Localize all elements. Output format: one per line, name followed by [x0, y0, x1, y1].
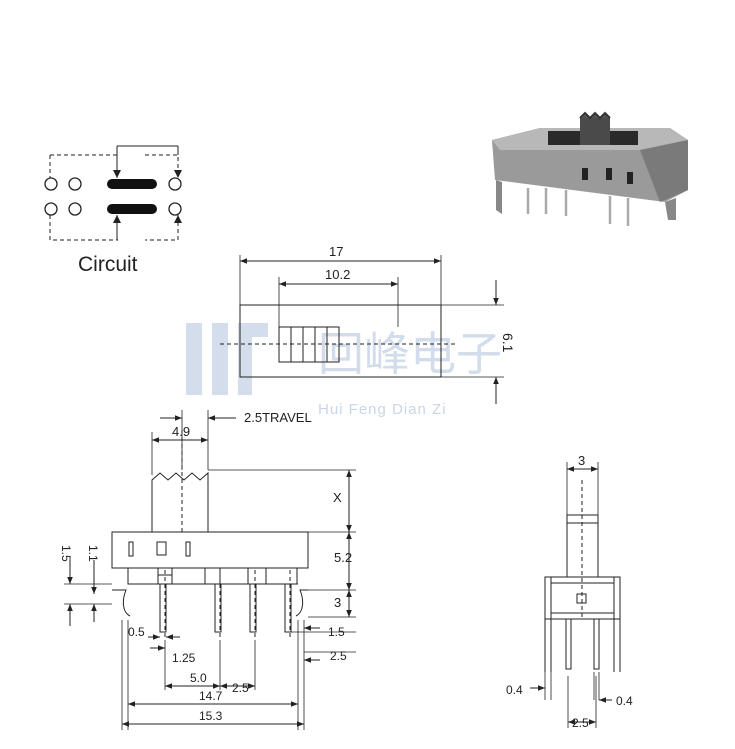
front-view: 2.5TRAVEL 4.9 X [59, 410, 356, 730]
watermark: 回峰电子 Hui Feng Dian Zi [186, 323, 502, 418]
dim-travel: 2.5TRAVEL [244, 410, 312, 425]
dim-side-top: 3 [578, 453, 585, 468]
dim-15-3: 15.3 [199, 709, 223, 723]
dim-right-1-5: 1.5 [328, 625, 345, 639]
circuit-contact-bar-top [107, 179, 157, 189]
dim-side-left: 0.4 [506, 683, 523, 697]
dim-x: X [333, 490, 342, 505]
dim-side-pitch: 2.5 [572, 716, 589, 730]
dim-pin-width: 0.5 [128, 625, 145, 639]
circuit-contact-bar-bottom [107, 204, 157, 214]
dim-14-7: 14.7 [199, 689, 223, 703]
dim-body-height: 5.2 [334, 550, 352, 565]
dim-width: 6.1 [500, 333, 516, 353]
dim-actuator: 4.9 [172, 424, 190, 439]
dim-1-25: 1.25 [172, 651, 196, 665]
dim-side-right: 0.4 [616, 694, 633, 708]
circuit-diagram: Circuit [44, 145, 182, 276]
dim-5-0: 5.0 [190, 671, 207, 685]
side-view-body [544, 576, 621, 620]
dim-left-b: 1.1 [86, 545, 100, 562]
dim-overall-length: 17 [329, 244, 343, 259]
watermark-logo-bar-1 [186, 323, 202, 395]
circuit-label: Circuit [78, 253, 138, 276]
watermark-logo-hook [238, 323, 268, 395]
watermark-cn-text: 回峰电子 [318, 328, 502, 380]
top-view: 17 10.2 6.1 [220, 244, 516, 404]
front-view-body [111, 531, 309, 569]
top-view-body [239, 304, 442, 378]
dim-pin-length: 3 [334, 595, 341, 610]
side-view: 3 0.4 0.4 2.5 [506, 453, 633, 730]
watermark-logo-bar-2 [212, 323, 228, 395]
product-photo [492, 111, 688, 226]
dim-inner-length: 10.2 [325, 267, 350, 282]
dim-left-a: 1.5 [59, 545, 73, 562]
dim-right-2-5: 2.5 [330, 649, 347, 663]
dim-2-5: 2.5 [232, 681, 249, 695]
watermark-en-text: Hui Feng Dian Zi [318, 401, 447, 418]
